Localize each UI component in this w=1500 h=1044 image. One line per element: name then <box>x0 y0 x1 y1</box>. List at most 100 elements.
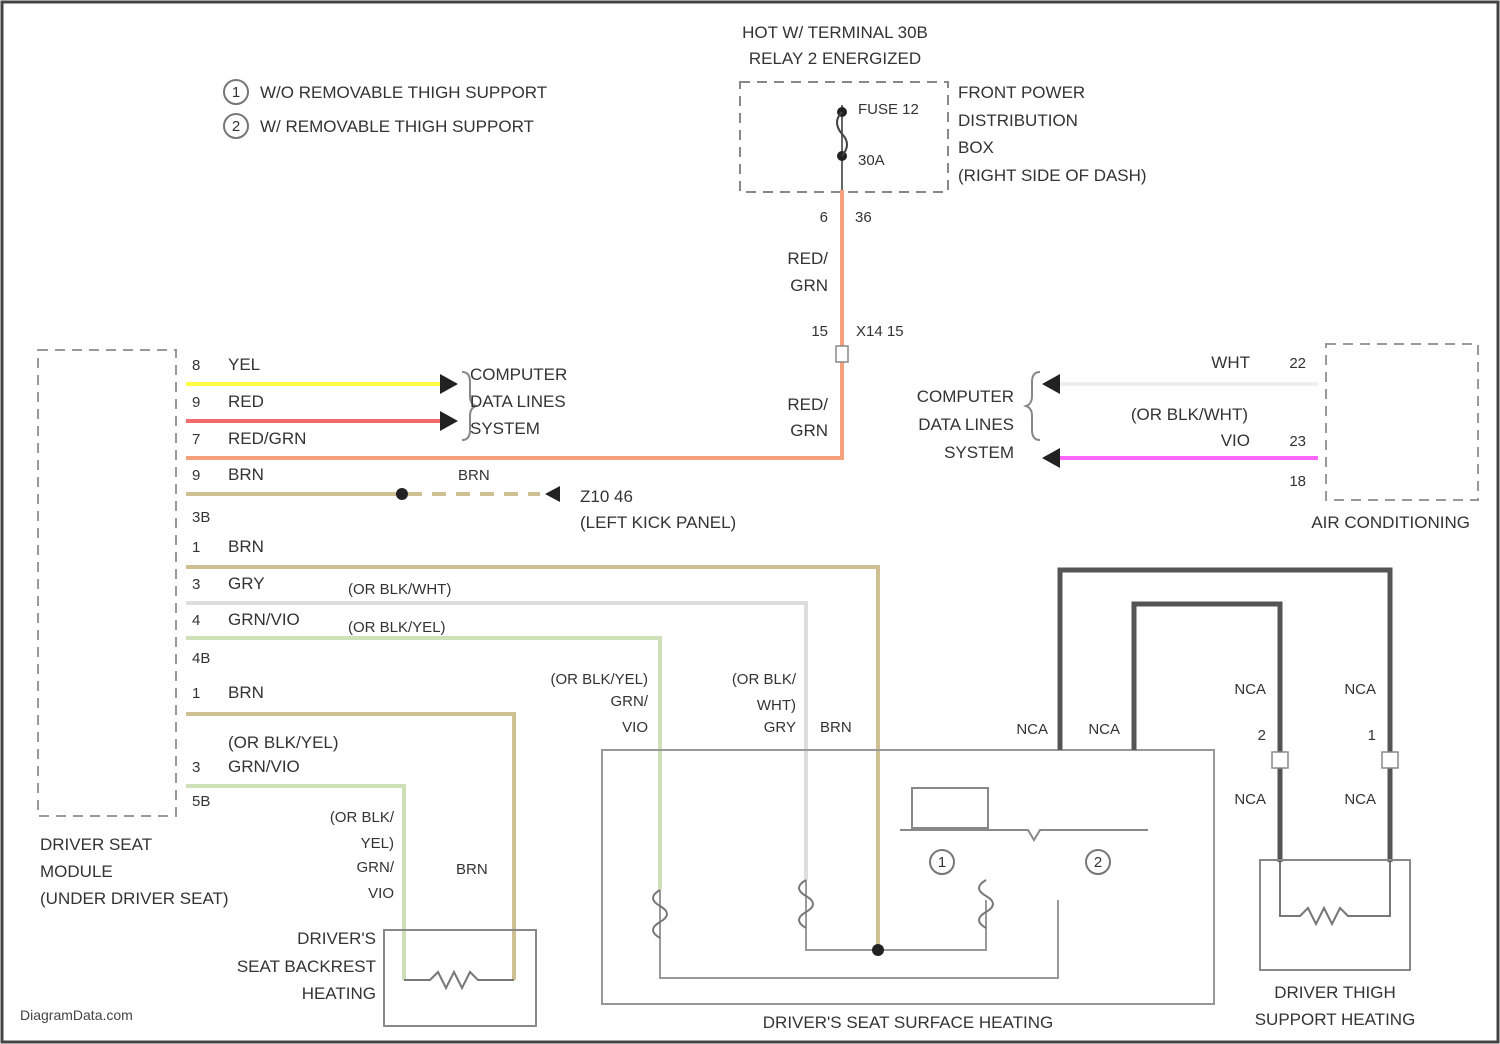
wire-red-grn <box>186 190 842 458</box>
module-name-1: DRIVER SEAT <box>40 835 152 854</box>
legend-marker-2-number: 2 <box>232 118 240 135</box>
module-pin-num: 7 <box>192 431 200 448</box>
heater-element-symbol <box>404 972 514 988</box>
fuse-label: FUSE 12 <box>858 101 919 118</box>
wire-label-nca: NCA <box>1088 721 1120 738</box>
module-pin-num: 1 <box>192 539 200 556</box>
legend: 1 W/O REMOVABLE THIGH SUPPORT 2 W/ REMOV… <box>224 80 547 138</box>
module-pin-alt: (OR BLK/YEL) <box>228 733 339 752</box>
ac-wire-color: VIO <box>1221 431 1250 450</box>
thigh-name-2: SUPPORT HEATING <box>1255 1010 1416 1029</box>
backrest-heater: DRIVER'S SEAT BACKREST HEATING <box>237 929 536 1026</box>
heater-element-symbol <box>1280 862 1390 924</box>
wire-label-red-grn-mid-1: RED/ <box>787 395 828 414</box>
module-pin-color: RED/GRN <box>228 429 306 448</box>
backrest-name-3: HEATING <box>302 984 376 1003</box>
legend-marker-1-number: 1 <box>232 84 240 101</box>
x14-label: X14 15 <box>856 323 904 340</box>
seat-surface-heater: 1 2 DRIVER'S SEAT SURFACE HEATING <box>602 750 1214 1032</box>
thigh-support-heater: DRIVER THIGH SUPPORT HEATING <box>1255 860 1416 1029</box>
wire-label-red-grn-top-2: GRN <box>790 276 828 295</box>
legend-text-1: W/O REMOVABLE THIGH SUPPORT <box>260 83 547 102</box>
module-connector-id: 3B <box>192 509 210 526</box>
wire-label-backrest-1: (OR BLK/ <box>330 809 395 826</box>
driver-seat-module: DRIVER SEAT MODULE (UNDER DRIVER SEAT) 8… <box>38 350 339 908</box>
wire-label-center-brn: BRN <box>820 719 852 736</box>
module-name-2: MODULE <box>40 862 113 881</box>
data-lines-right-2: DATA LINES <box>918 415 1014 434</box>
data-lines-left-3: SYSTEM <box>470 419 540 438</box>
wire-label-nca: NCA <box>1234 791 1266 808</box>
ac-pin-num: 22 <box>1289 355 1306 372</box>
module-pin-num: 9 <box>192 394 200 411</box>
wire-label-brn-ground: BRN <box>458 467 490 484</box>
x14-connector <box>836 346 848 362</box>
module-pin-color: BRN <box>228 465 264 484</box>
backrest-name-1: DRIVER'S <box>297 929 376 948</box>
legend-text-2: W/ REMOVABLE THIGH SUPPORT <box>260 117 534 136</box>
thigh-pin-left: 2 <box>1258 727 1266 744</box>
ac-module-name: AIR CONDITIONING <box>1311 513 1470 532</box>
module-pin-color: GRN/VIO <box>228 610 300 629</box>
ground-location: (LEFT KICK PANEL) <box>580 513 736 532</box>
data-lines-left-1: COMPUTER <box>470 365 567 384</box>
option-marker-1-number: 1 <box>938 854 946 871</box>
arrow-red <box>440 411 458 431</box>
wire-label-center-left-1: (OR BLK/YEL) <box>550 671 648 688</box>
surface-loop <box>660 890 1058 978</box>
wire-label-backrest-2: YEL) <box>361 835 394 852</box>
wire-nca-outer <box>1060 570 1390 862</box>
fuse-box-name-3: BOX <box>958 138 994 157</box>
arrow-yel <box>440 374 458 394</box>
wire-label-backrest-brn: BRN <box>456 861 488 878</box>
module-pin-num: 4 <box>192 612 200 629</box>
air-conditioning-module: WHT 22 (OR BLK/WHT) VIO 23 18 AIR CONDIT… <box>917 344 1478 532</box>
module-pin-num: 3 <box>192 759 200 776</box>
option-marker-2-number: 2 <box>1094 854 1102 871</box>
wire-label-red-grn-top-1: RED/ <box>787 249 828 268</box>
wire-label-nca: NCA <box>1234 681 1266 698</box>
wire-label-center-mid-3: GRY <box>764 719 796 736</box>
module-outline <box>38 350 176 816</box>
wire-label-red-grn-mid-2: GRN <box>790 421 828 440</box>
thigh-pin-right: 1 <box>1368 727 1376 744</box>
backrest-name-2: SEAT BACKREST <box>237 957 376 976</box>
wire-label-nca: NCA <box>1344 791 1376 808</box>
module-pin-color: GRY <box>228 574 265 593</box>
ground-arrow <box>545 486 560 502</box>
wire-label-nca: NCA <box>1016 721 1048 738</box>
ac-pin-num: 18 <box>1289 473 1306 490</box>
module-pin-num: 3 <box>192 576 200 593</box>
ground-id: Z10 46 <box>580 487 633 506</box>
fuse-rating: 30A <box>858 152 885 169</box>
thigh-connector-pin-2 <box>1272 752 1288 768</box>
data-lines-left-2: DATA LINES <box>470 392 566 411</box>
x14-pin: 15 <box>811 323 828 340</box>
surface-heater-outline <box>602 750 1214 1004</box>
ac-pin-num: 23 <box>1289 433 1306 450</box>
module-pin-color: BRN <box>228 683 264 702</box>
module-pin-color: BRN <box>228 537 264 556</box>
fuse-pin-right: 36 <box>855 209 872 226</box>
thigh-name-1: DRIVER THIGH <box>1274 983 1396 1002</box>
wire-label-center-mid-2: WHT) <box>757 697 796 714</box>
module-pin-color: YEL <box>228 355 260 374</box>
wire-label-backrest-4: VIO <box>368 885 394 902</box>
module-pin-color: RED <box>228 392 264 411</box>
fuse-box-name-1: FRONT POWER <box>958 83 1085 102</box>
module-connector-id: 4B <box>192 650 210 667</box>
brace-right-data <box>1026 372 1040 440</box>
wire-label-center-left-3: VIO <box>622 719 648 736</box>
module-name-3: (UNDER DRIVER SEAT) <box>40 889 229 908</box>
surface-splice-dot <box>872 944 884 956</box>
fuse-box-name-2: DISTRIBUTION <box>958 111 1078 130</box>
module-pin-num: 9 <box>192 467 200 484</box>
wire-label-center-left-2: GRN/ <box>611 693 649 710</box>
module-connector-id: 5B <box>192 793 210 810</box>
arrow-vio <box>1042 448 1060 468</box>
fuse-pin-left: 6 <box>820 209 828 226</box>
fuse-box-name-4: (RIGHT SIDE OF DASH) <box>958 166 1147 185</box>
